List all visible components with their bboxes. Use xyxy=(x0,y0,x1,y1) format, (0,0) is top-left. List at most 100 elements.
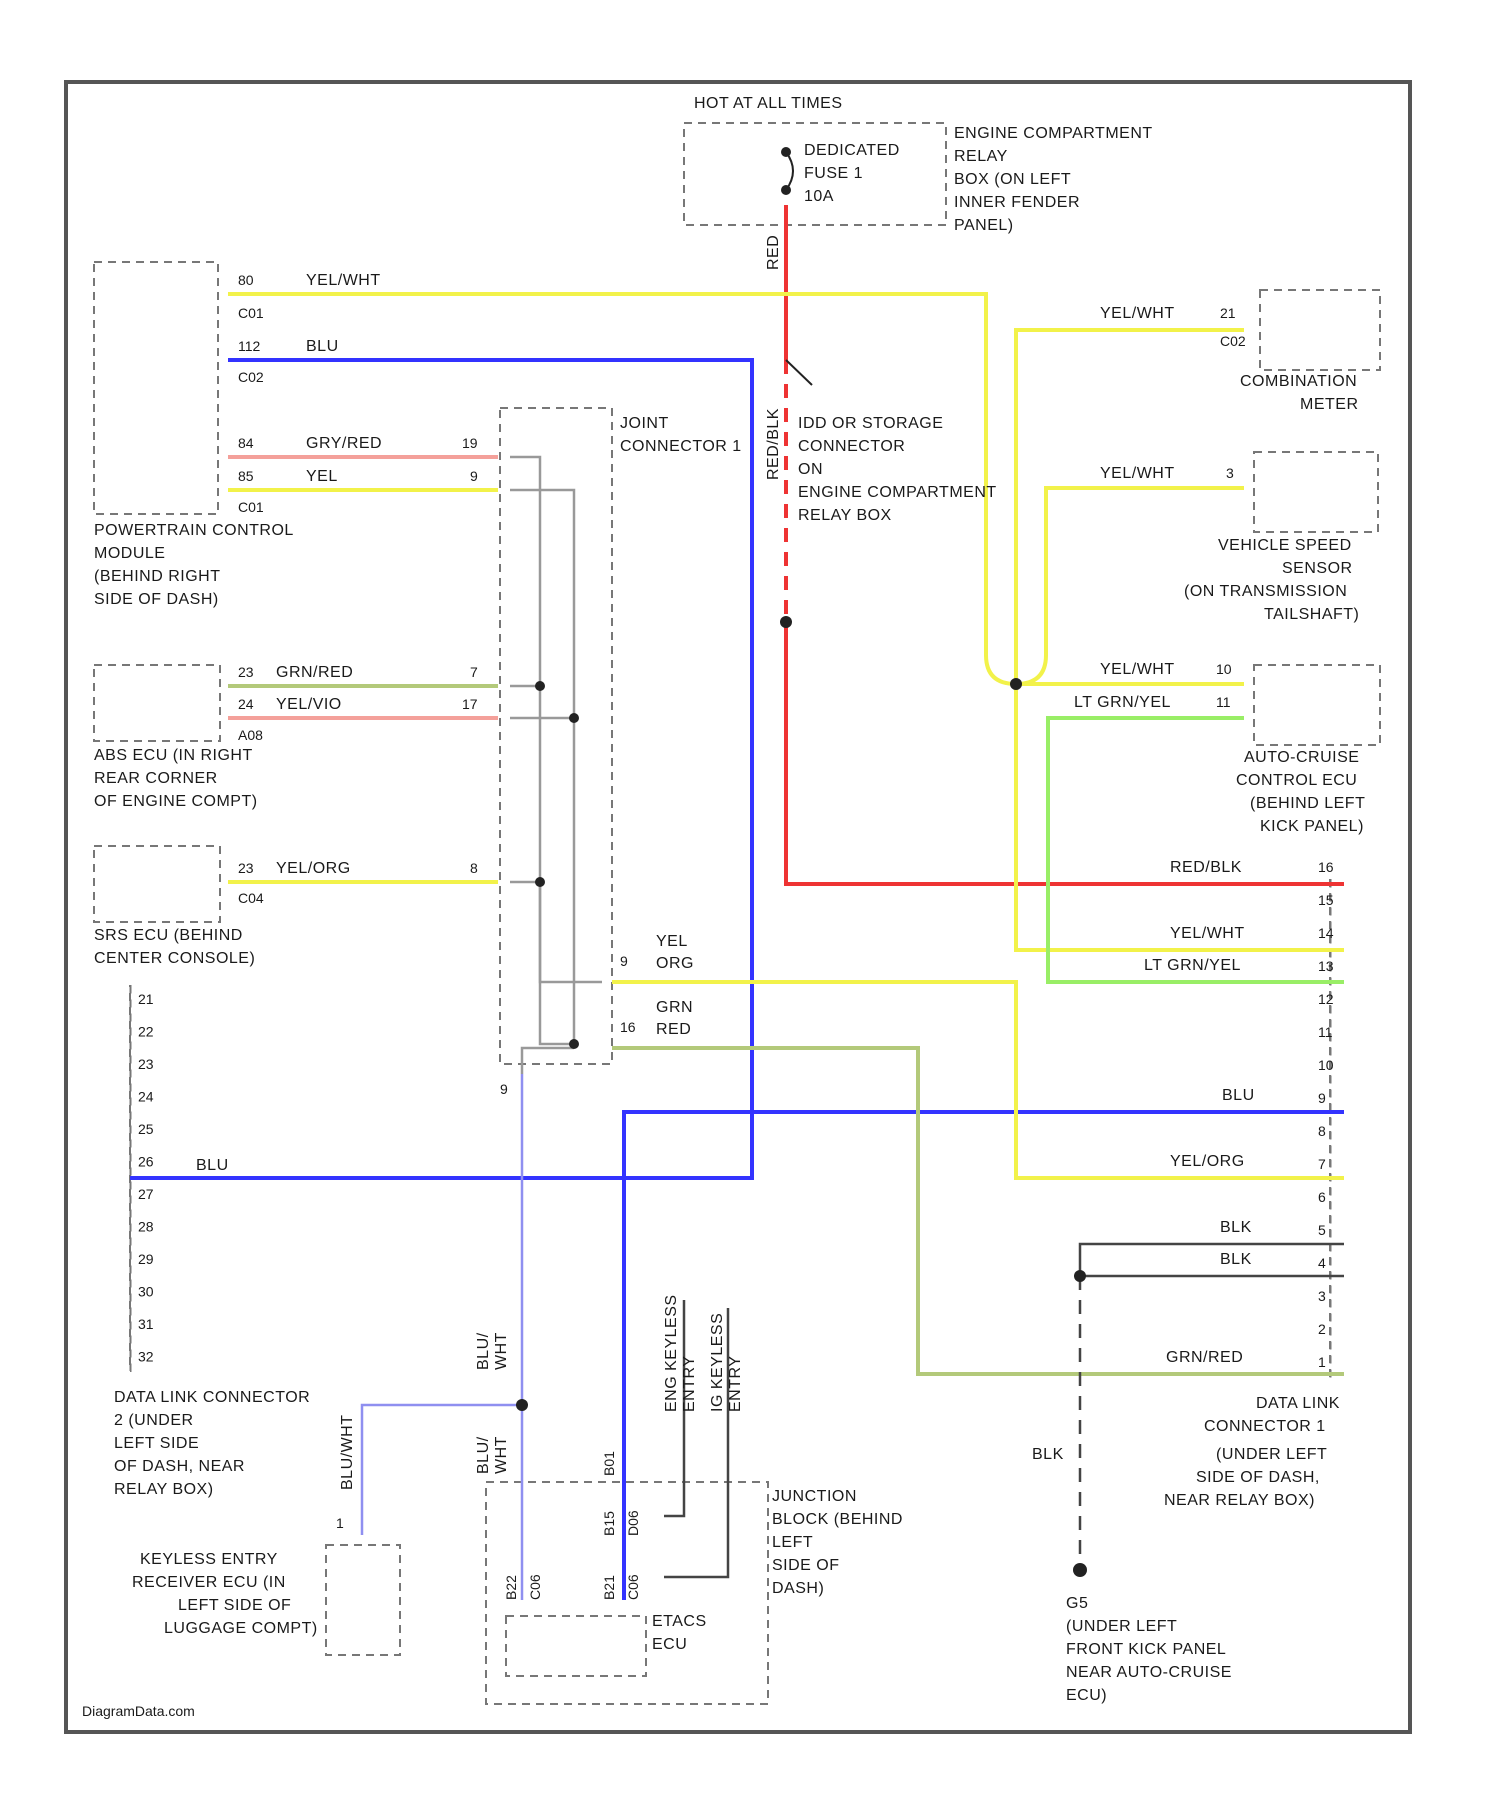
svg-text:ENGINE COMPARTMENT: ENGINE COMPARTMENT xyxy=(798,484,997,501)
dlc1-pin: 10 xyxy=(1318,1057,1334,1073)
dlc2-26-color: BLU xyxy=(196,1157,229,1174)
svg-text:KEYLESS ENTRY: KEYLESS ENTRY xyxy=(140,1551,278,1568)
etacs-label: ETACS ECU xyxy=(652,1613,707,1653)
svg-text:RELAY: RELAY xyxy=(954,148,1008,165)
svg-text:ENG KEYLESS: ENG KEYLESS xyxy=(663,1294,680,1412)
svg-text:SRS ECU (BEHIND: SRS ECU (BEHIND xyxy=(94,927,243,944)
fuse-label: DEDICATED FUSE 1 10A xyxy=(804,142,900,205)
svg-text:MODULE: MODULE xyxy=(94,545,165,562)
svg-text:RELAY BOX: RELAY BOX xyxy=(798,507,892,524)
svg-text:SIDE OF: SIDE OF xyxy=(772,1557,840,1574)
dlc2-pin: 28 xyxy=(138,1219,154,1235)
keyless-pin: 1 xyxy=(336,1515,344,1531)
vss-label: VEHICLE SPEED SENSOR (ON TRANSMISSION TA… xyxy=(1184,537,1359,623)
cruise-ecu-box xyxy=(1254,665,1380,745)
svg-text:(BEHIND RIGHT: (BEHIND RIGHT xyxy=(94,568,221,585)
jc-9b-color-2: ORG xyxy=(656,955,694,972)
jb-conn-3: C06 xyxy=(625,1574,641,1600)
dlc2-label: DATA LINK CONNECTOR 2 (UNDER LEFT SIDE O… xyxy=(114,1389,310,1498)
abs-24-color: YEL/VIO xyxy=(276,696,342,713)
svg-text:IG KEYLESS: IG KEYLESS xyxy=(709,1313,726,1412)
svg-text:10A: 10A xyxy=(804,188,834,205)
svg-text:SIDE OF DASH): SIDE OF DASH) xyxy=(94,591,219,608)
svg-text:BOX (ON LEFT: BOX (ON LEFT xyxy=(954,171,1071,188)
svg-text:VEHICLE SPEED: VEHICLE SPEED xyxy=(1218,537,1352,554)
junction-block-label: JUNCTION BLOCK (BEHIND LEFT SIDE OF DASH… xyxy=(772,1488,903,1597)
keyless-label: KEYLESS ENTRY RECEIVER ECU (IN LEFT SIDE… xyxy=(132,1551,318,1637)
dlc1-pin: 3 xyxy=(1318,1288,1326,1304)
dlc1-pin: 15 xyxy=(1318,892,1334,908)
eng-keyless-label: ENG KEYLESS ENTRY xyxy=(663,1294,698,1412)
abs-ecu-box xyxy=(94,665,220,741)
svg-text:G5: G5 xyxy=(1066,1595,1088,1612)
dlc2-pin: 32 xyxy=(138,1349,154,1365)
dlc1-pin: 8 xyxy=(1318,1123,1326,1139)
jc-pin-9a: 9 xyxy=(470,468,478,484)
svg-text:WHT: WHT xyxy=(493,1332,510,1370)
watermark: DiagramData.com xyxy=(82,1703,195,1719)
fuse-header: HOT AT ALL TIMES xyxy=(694,95,843,112)
joint-connector-box xyxy=(500,408,612,1064)
svg-text:RELAY BOX): RELAY BOX) xyxy=(114,1481,214,1498)
fuse-red-label: RED xyxy=(765,235,782,270)
yel-org-dlc1-wire xyxy=(612,982,1344,1178)
abs-conn: A08 xyxy=(238,727,263,743)
blu-wht-label-1: BLU/ WHT xyxy=(475,1332,510,1370)
svg-text:FRONT KICK PANEL: FRONT KICK PANEL xyxy=(1066,1641,1226,1658)
dlc1-pin: 4 xyxy=(1318,1255,1326,1271)
dlc2-pin: 29 xyxy=(138,1251,154,1267)
dlc2-pin: 26 xyxy=(138,1154,154,1170)
jb-pin-b22: B22 xyxy=(503,1575,519,1600)
svg-text:FUSE 1: FUSE 1 xyxy=(804,165,863,182)
svg-text:REAR CORNER: REAR CORNER xyxy=(94,770,218,787)
svg-text:KICK PANEL): KICK PANEL) xyxy=(1260,818,1364,835)
pcm-pin-112: 112 xyxy=(238,338,261,354)
svg-text:ETACS: ETACS xyxy=(652,1613,707,1630)
jc-pin-17: 17 xyxy=(462,696,478,712)
jc-pin-8: 8 xyxy=(470,860,478,876)
pcm-conn-c02: C02 xyxy=(238,369,264,385)
dlc1-label: DATA LINK CONNECTOR 1 (UNDER LEFT SIDE O… xyxy=(1164,1395,1340,1509)
splice-jc-1 xyxy=(535,681,545,691)
dlc1-pin: 13 xyxy=(1318,958,1334,974)
svg-text:OF ENGINE COMPT): OF ENGINE COMPT) xyxy=(94,793,258,810)
jb-pin-b15: B15 xyxy=(601,1511,617,1536)
svg-text:ABS ECU (IN RIGHT: ABS ECU (IN RIGHT xyxy=(94,747,253,764)
blu-pcm-wire xyxy=(130,360,752,1178)
jc-9b-color-1: YEL xyxy=(656,933,688,950)
svg-text:2 (UNDER: 2 (UNDER xyxy=(114,1412,194,1429)
dlc2-pin: 30 xyxy=(138,1284,154,1300)
svg-text:IDD OR STORAGE: IDD OR STORAGE xyxy=(798,415,943,432)
dlc1-grnred-color: GRN/RED xyxy=(1166,1349,1243,1366)
dlc2-pin: 22 xyxy=(138,1024,154,1040)
dlc1-yelwht-color: YEL/WHT xyxy=(1170,925,1245,942)
svg-text:(UNDER LEFT: (UNDER LEFT xyxy=(1066,1618,1177,1635)
svg-text:ECU): ECU) xyxy=(1066,1687,1107,1704)
dlc1-pin: 7 xyxy=(1318,1156,1326,1172)
svg-text:(UNDER LEFT: (UNDER LEFT xyxy=(1216,1446,1327,1463)
svg-text:ECU: ECU xyxy=(652,1636,687,1653)
splice-jc-2 xyxy=(569,713,579,723)
svg-text:RECEIVER ECU (IN: RECEIVER ECU (IN xyxy=(132,1574,286,1591)
blu-wht-label-2: BLU/ WHT xyxy=(475,1436,510,1474)
dlc2-pin: 21 xyxy=(138,991,154,1007)
svg-text:LEFT SIDE: LEFT SIDE xyxy=(114,1435,199,1452)
svg-text:LUGGAGE COMPT): LUGGAGE COMPT) xyxy=(164,1620,318,1637)
joint-connector-label: JOINT CONNECTOR 1 xyxy=(620,415,742,455)
cruise-yelwht-color: YEL/WHT xyxy=(1100,661,1175,678)
joint-bus-1 xyxy=(510,457,576,1044)
svg-text:WHT: WHT xyxy=(493,1436,510,1474)
pcm-85-color: YEL xyxy=(306,468,338,485)
dlc1-blu-color: BLU xyxy=(1222,1087,1255,1104)
meter-conn: C02 xyxy=(1220,333,1246,349)
jc-16-color-2: RED xyxy=(656,1021,691,1038)
svg-text:CENTER CONSOLE): CENTER CONSOLE) xyxy=(94,950,255,967)
svg-text:CONTROL ECU: CONTROL ECU xyxy=(1236,772,1357,789)
dlc1-blk1-color: BLK xyxy=(1220,1219,1252,1236)
svg-text:(BEHIND LEFT: (BEHIND LEFT xyxy=(1250,795,1365,812)
svg-text:BLOCK (BEHIND: BLOCK (BEHIND xyxy=(772,1511,903,1528)
svg-text:CONNECTOR 1: CONNECTOR 1 xyxy=(620,438,742,455)
svg-text:JOINT: JOINT xyxy=(620,415,669,432)
jc-pin-19: 19 xyxy=(462,435,478,451)
abs-ecu-label: ABS ECU (IN RIGHT REAR CORNER OF ENGINE … xyxy=(94,747,258,810)
